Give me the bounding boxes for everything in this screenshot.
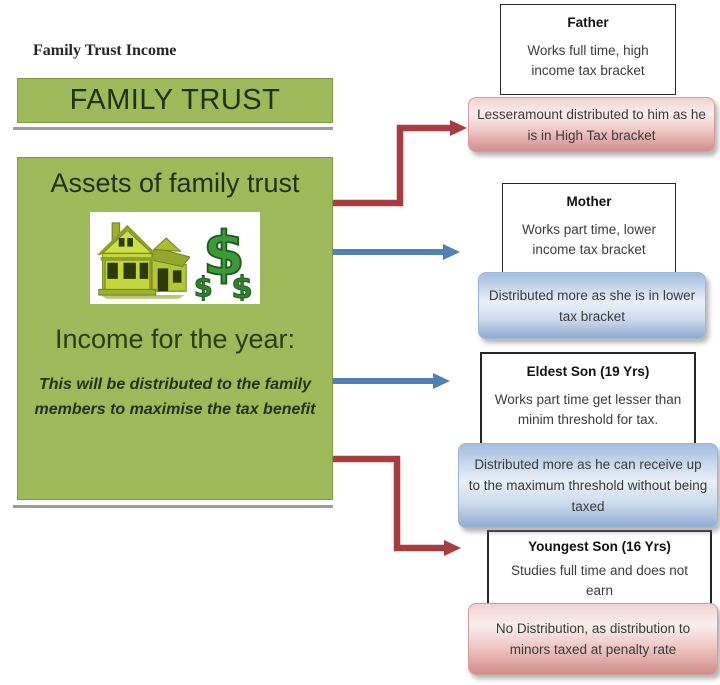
svg-text:$: $: [231, 270, 253, 301]
svg-text:$: $: [194, 272, 213, 301]
arrow-to-father: [333, 120, 467, 207]
member-description: Works part time get lesser than minim th…: [494, 392, 682, 427]
member-name: Father: [567, 15, 609, 30]
distribution-callout-youngest-son: No Distribution, as distribution to mino…: [468, 603, 718, 675]
member-description: Studies full time and does not earn: [510, 563, 689, 598]
assets-image-panel: $ $ $: [90, 212, 260, 304]
member-name: Mother: [566, 194, 612, 209]
callout-text: No Distribution, as distribution to mino…: [495, 621, 691, 657]
page-title: Family Trust Income: [33, 42, 177, 59]
assets-heading: Assets of family trust: [50, 168, 300, 198]
member-name: Youngest Son (16 Yrs): [528, 539, 671, 554]
member-description: Works full time, high income tax bracket: [527, 43, 649, 78]
member-box-father: Father Works full time, high income tax …: [500, 4, 676, 95]
income-note: This will be distributed to the family m…: [34, 376, 316, 418]
member-name: Eldest Son (19 Yrs): [526, 364, 650, 379]
trust-assets-box: Assets of family trust: [17, 157, 333, 500]
arrow-to-youngest-son: [333, 455, 461, 556]
distribution-callout-father: Lesseramount distributed to him as he is…: [468, 97, 715, 152]
callout-text: Distributed more as she is in lower tax …: [488, 287, 696, 324]
member-description: Works part time, lower income tax bracke…: [521, 222, 657, 257]
house-icon: [96, 222, 190, 299]
member-box-youngest-son: Youngest Son (16 Yrs) Studies full time …: [487, 530, 712, 606]
svg-text:$: $: [203, 219, 245, 289]
dollar-icon: $ $ $: [193, 219, 253, 301]
member-box-mother: Mother Works part time, lower income tax…: [502, 183, 676, 278]
family-trust-header-label: FAMILY TRUST: [69, 84, 281, 116]
divider-line-bottom: [13, 505, 333, 508]
income-heading: Income for the year:: [54, 324, 296, 354]
member-box-eldest-son: Eldest Son (19 Yrs) Works part time get …: [480, 352, 696, 448]
distribution-callout-eldest-son: Distributed more as he can receive up to…: [458, 443, 718, 528]
distribution-callout-mother: Distributed more as she is in lower tax …: [478, 272, 706, 339]
callout-text: Distributed more as he can receive up to…: [468, 457, 708, 514]
family-trust-header-box: FAMILY TRUST: [17, 78, 333, 123]
divider-line-top: [13, 127, 333, 130]
callout-text: Lesseramount distributed to him as he is…: [477, 106, 706, 143]
